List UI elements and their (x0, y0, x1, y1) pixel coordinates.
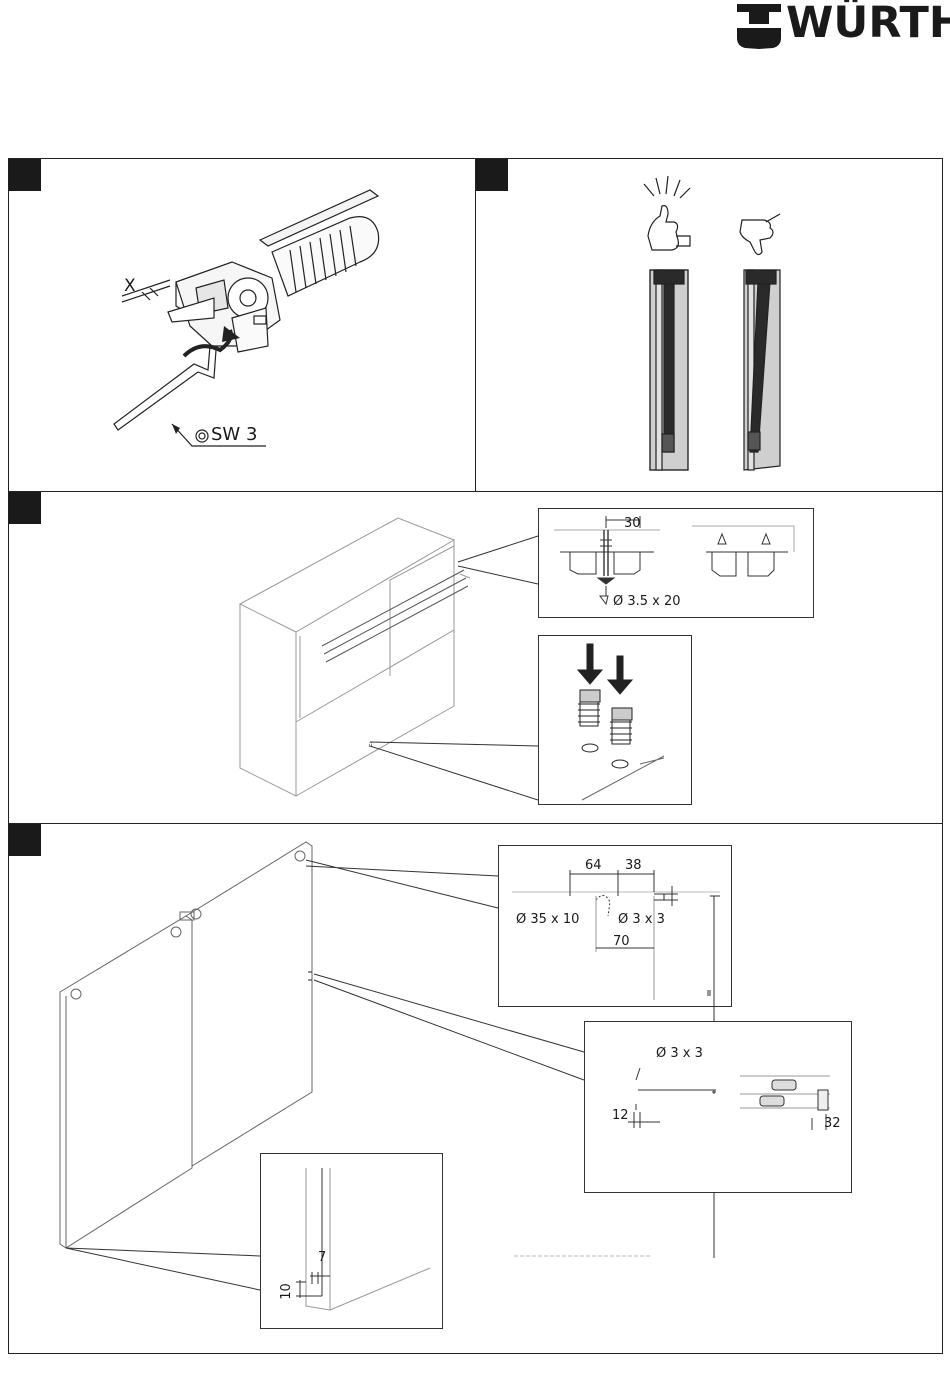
dimension-7: 7 (318, 1250, 326, 1265)
dimension-10: 10 (279, 1283, 294, 1300)
